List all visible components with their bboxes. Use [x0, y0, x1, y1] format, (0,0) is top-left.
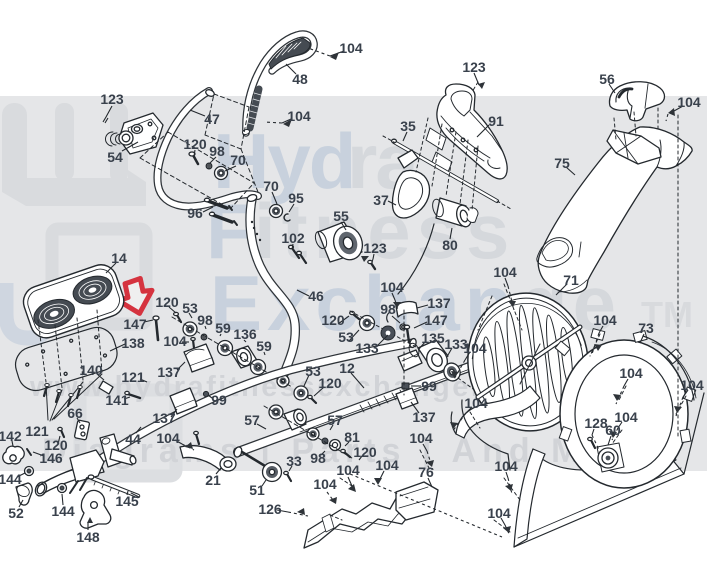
- svg-text:137: 137: [157, 364, 181, 380]
- svg-text:123: 123: [100, 91, 124, 107]
- svg-text:128: 128: [584, 415, 608, 431]
- svg-text:104: 104: [487, 505, 511, 521]
- svg-text:148: 148: [76, 529, 100, 545]
- svg-text:35: 35: [400, 118, 416, 134]
- svg-text:147: 147: [123, 316, 147, 332]
- svg-text:104: 104: [593, 312, 617, 328]
- svg-text:53: 53: [338, 329, 354, 345]
- svg-text:99: 99: [421, 378, 437, 394]
- svg-text:71: 71: [563, 272, 579, 288]
- svg-text:120: 120: [321, 312, 345, 328]
- svg-text:73: 73: [638, 320, 654, 336]
- svg-text:12: 12: [339, 360, 355, 376]
- svg-text:57: 57: [327, 412, 343, 428]
- svg-text:102: 102: [281, 230, 305, 246]
- svg-text:133: 133: [444, 336, 468, 352]
- svg-text:120: 120: [44, 437, 68, 453]
- svg-text:136: 136: [233, 326, 257, 342]
- svg-text:104: 104: [380, 279, 404, 295]
- svg-text:135: 135: [421, 330, 445, 346]
- svg-text:137: 137: [427, 295, 451, 311]
- svg-text:133: 133: [355, 340, 379, 356]
- svg-text:91: 91: [488, 113, 504, 129]
- svg-text:98: 98: [209, 143, 225, 159]
- svg-text:104: 104: [287, 108, 311, 124]
- svg-text:57: 57: [244, 412, 260, 428]
- svg-text:144: 144: [0, 471, 22, 487]
- svg-text:137: 137: [412, 409, 436, 425]
- svg-text:70: 70: [230, 152, 246, 168]
- svg-text:104: 104: [336, 462, 360, 478]
- svg-text:75: 75: [554, 155, 570, 171]
- svg-text:123: 123: [462, 59, 486, 75]
- svg-text:104: 104: [464, 395, 488, 411]
- svg-text:TM: TM: [641, 294, 693, 335]
- svg-text:70: 70: [263, 178, 279, 194]
- svg-text:99: 99: [211, 392, 227, 408]
- svg-text:95: 95: [288, 190, 304, 206]
- svg-text:60: 60: [605, 422, 621, 438]
- svg-text:80: 80: [442, 237, 458, 253]
- svg-text:104: 104: [313, 476, 337, 492]
- svg-text:48: 48: [292, 71, 308, 87]
- svg-text:98: 98: [197, 312, 213, 328]
- svg-text:56: 56: [599, 71, 615, 87]
- svg-text:123: 123: [363, 240, 387, 256]
- svg-text:98: 98: [380, 301, 396, 317]
- svg-text:144: 144: [51, 503, 75, 519]
- svg-text:52: 52: [8, 505, 24, 521]
- svg-text:14: 14: [111, 250, 127, 266]
- svg-text:104: 104: [614, 409, 638, 425]
- svg-text:59: 59: [215, 320, 231, 336]
- svg-text:76: 76: [418, 464, 434, 480]
- svg-text:33: 33: [286, 453, 302, 469]
- svg-text:104: 104: [339, 40, 363, 56]
- svg-text:104: 104: [493, 264, 517, 280]
- svg-text:140: 140: [79, 362, 103, 378]
- svg-text:37: 37: [373, 192, 389, 208]
- svg-text:104: 104: [619, 365, 643, 381]
- svg-text:96: 96: [187, 205, 203, 221]
- svg-text:54: 54: [107, 149, 123, 165]
- svg-text:53: 53: [305, 363, 321, 379]
- svg-text:55: 55: [333, 208, 349, 224]
- svg-text:104: 104: [680, 377, 704, 393]
- svg-text:120: 120: [353, 444, 377, 460]
- svg-text:81: 81: [344, 429, 360, 445]
- svg-text:46: 46: [308, 288, 324, 304]
- svg-text:104: 104: [677, 94, 701, 110]
- svg-text:104: 104: [494, 458, 518, 474]
- svg-text:120: 120: [318, 375, 342, 391]
- svg-text:104: 104: [163, 333, 187, 349]
- svg-text:104: 104: [463, 340, 487, 356]
- svg-text:137: 137: [152, 410, 176, 426]
- svg-text:66: 66: [67, 405, 83, 421]
- svg-text:121: 121: [25, 423, 49, 439]
- svg-text:47: 47: [204, 111, 220, 127]
- svg-text:104: 104: [156, 430, 180, 446]
- svg-text:104: 104: [375, 457, 399, 473]
- svg-text:138: 138: [121, 335, 145, 351]
- svg-text:Hyd: Hyd: [213, 117, 354, 205]
- svg-text:itness: itness: [254, 187, 515, 275]
- svg-text:142: 142: [0, 428, 22, 444]
- svg-text:146: 146: [39, 450, 63, 466]
- svg-text:98: 98: [310, 450, 326, 466]
- svg-text:51: 51: [249, 482, 265, 498]
- svg-text:59: 59: [256, 338, 272, 354]
- svg-text:147: 147: [424, 312, 448, 328]
- svg-text:53: 53: [182, 300, 198, 316]
- svg-text:141: 141: [105, 392, 129, 408]
- svg-text:120: 120: [155, 294, 179, 310]
- svg-text:126: 126: [258, 501, 282, 517]
- svg-text:145: 145: [115, 493, 139, 509]
- svg-text:121: 121: [121, 369, 145, 385]
- svg-text:44: 44: [125, 431, 141, 447]
- svg-text:104: 104: [409, 430, 433, 446]
- svg-text:120: 120: [183, 136, 207, 152]
- svg-text:21: 21: [205, 472, 221, 488]
